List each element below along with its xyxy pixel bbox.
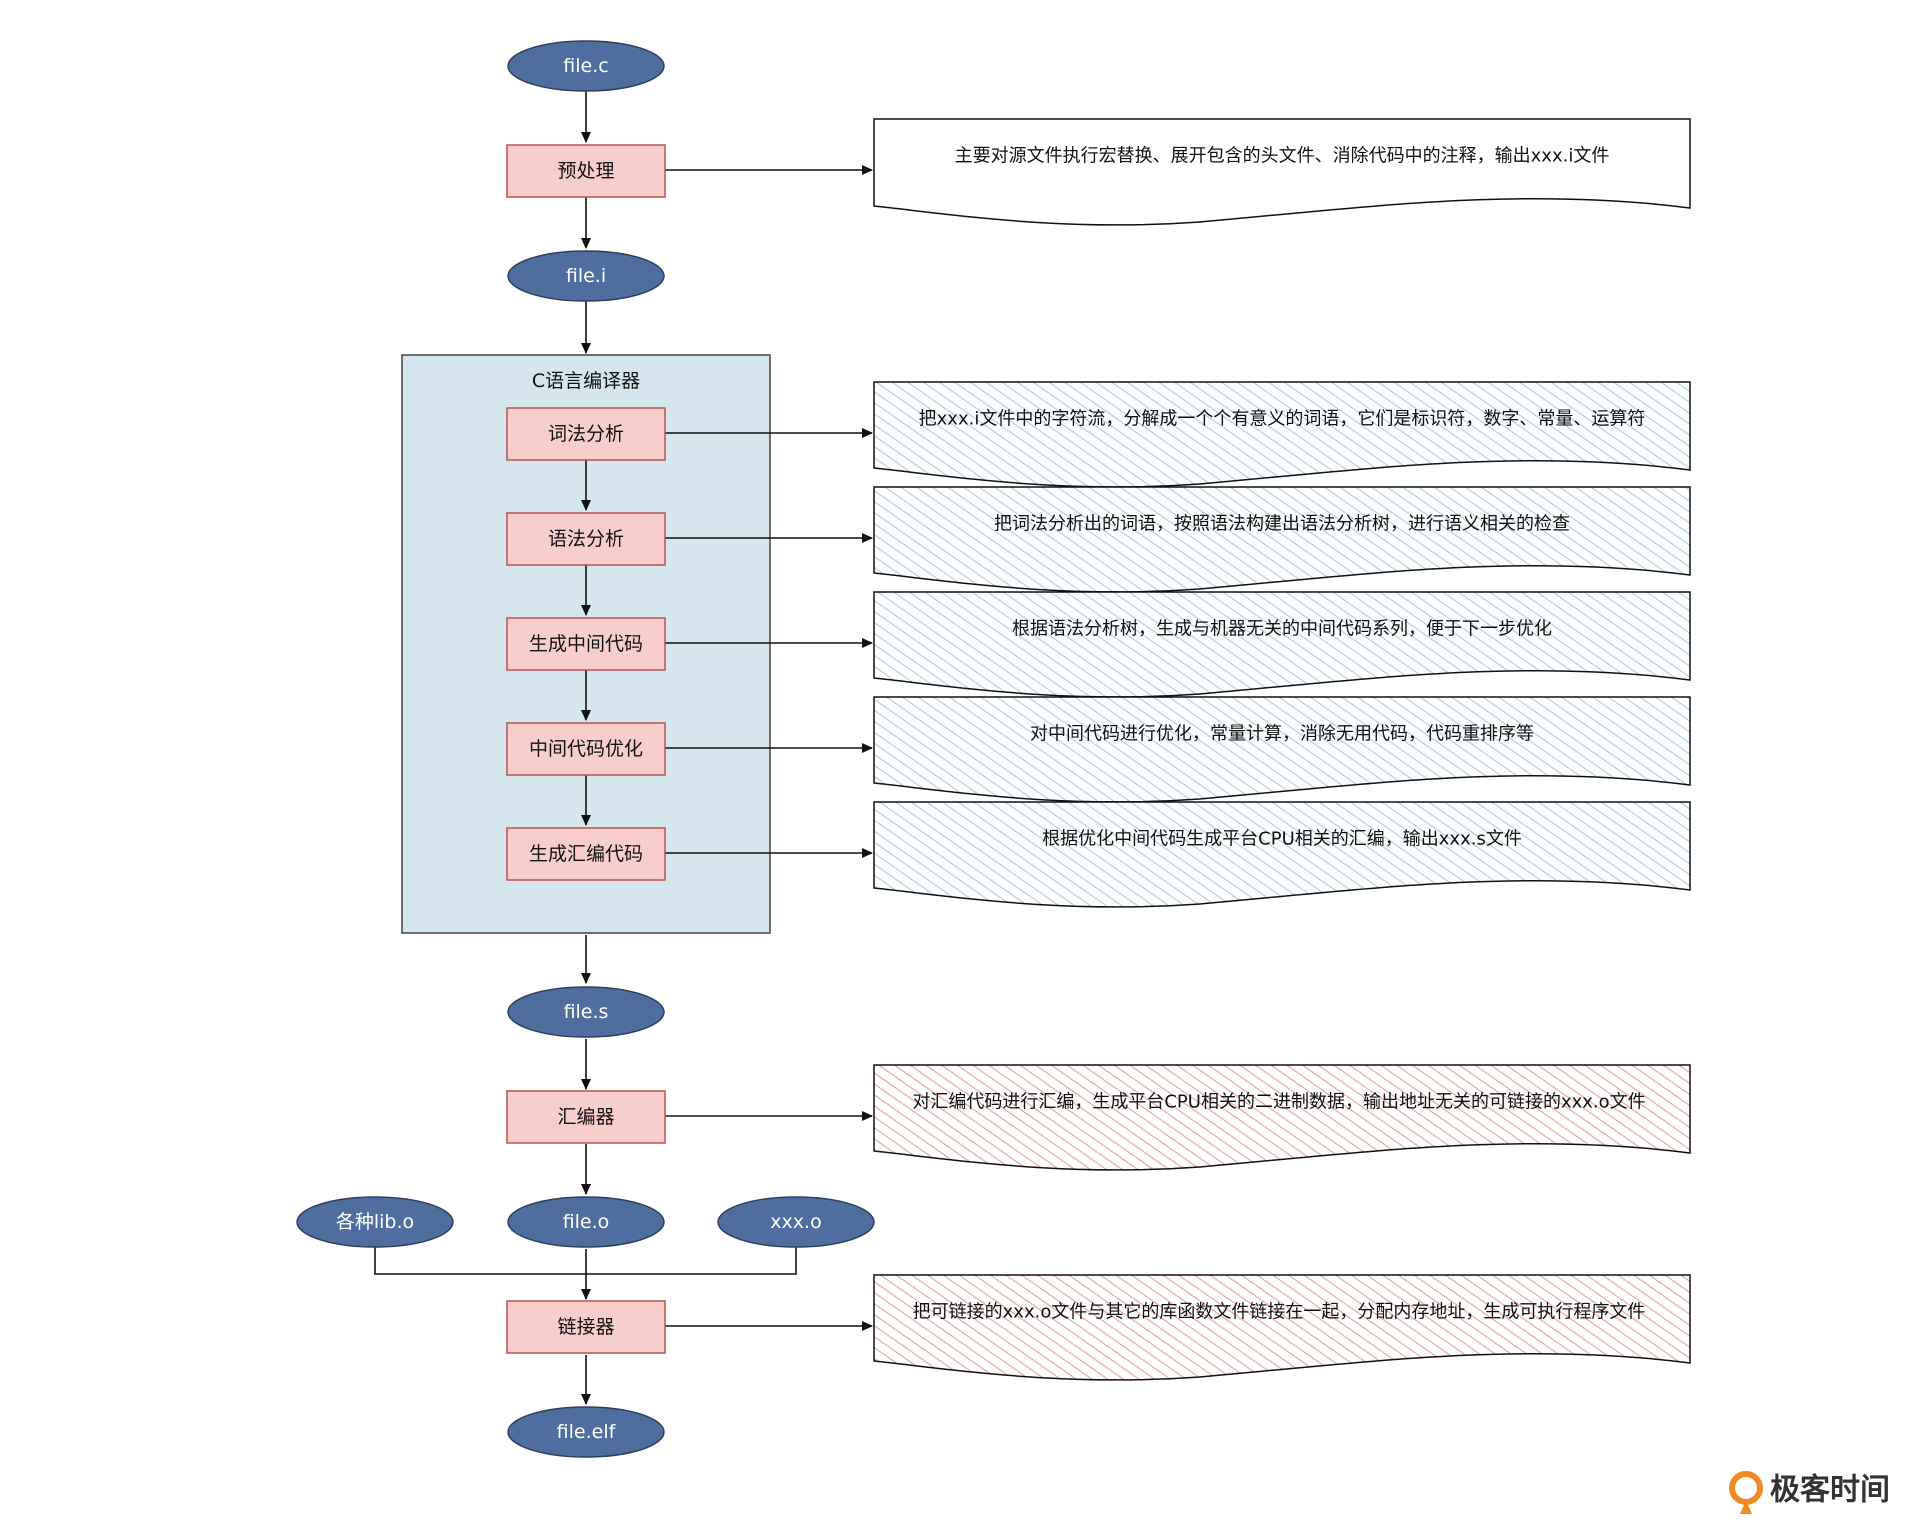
note-linker: 把可链接的xxx.o文件与其它的库函数文件链接在一起，分配内存地址，生成可执行程… [873,1274,1691,1381]
brand-watermark: 极客时间 [1729,1471,1890,1514]
note-text: 对中间代码进行优化，常量计算，消除无用代码，代码重排序等 [1030,724,1534,745]
note-ir-generation: 根据语法分析树，生成与机器无关的中间代码系列，便于下一步优化 [873,591,1691,698]
note-assembler: 对汇编代码进行汇编，生成平台CPU相关的二进制数据，输出地址无关的可链接的xxx… [873,1064,1691,1171]
brand-name: 极客时间 [1770,1473,1890,1508]
box-label: 汇编器 [557,1106,614,1128]
note-text: 把xxx.i文件中的字符流，分解成一个个有意义的词语，它们是标识符，数字、常量、… [919,409,1646,430]
box-lexical-analysis: 词法分析 [506,407,666,461]
box-syntax-analysis: 语法分析 [506,512,666,566]
note-ir-optimization: 对中间代码进行优化，常量计算，消除无用代码，代码重排序等 [873,696,1691,803]
note-asm-generation: 根据优化中间代码生成平台CPU相关的汇编，输出xxx.s文件 [873,801,1691,908]
main-flow-connectors [374,90,797,1405]
box-label: 预处理 [557,160,614,182]
note-text: 把可链接的xxx.o文件与其它的库函数文件链接在一起，分配内存地址，生成可执行程… [913,1302,1646,1323]
ellipse-lib-o: 各种lib.o [296,1196,454,1248]
ellipse-file-c: file.c [507,40,665,92]
ellipse-file-i: file.i [507,250,665,302]
ellipse-file-o: file.o [507,1196,665,1248]
box-label: 链接器 [557,1316,614,1338]
box-asm-generation: 生成汇编代码 [506,827,666,881]
ellipse-xxx-o: xxx.o [717,1196,875,1248]
geektime-logo-icon [1729,1471,1763,1514]
note-preprocess: 主要对源文件执行宏替换、展开包含的头文件、消除代码中的注释，输出xxx.i文件 [873,118,1691,226]
note-connectors [665,165,873,1331]
note-text: 根据优化中间代码生成平台CPU相关的汇编，输出xxx.s文件 [1042,829,1522,850]
box-preprocess: 预处理 [506,144,666,198]
box-label: 词法分析 [548,423,624,445]
ellipse-label: file.o [563,1211,610,1233]
box-label: 语法分析 [548,528,624,550]
ellipse-label: xxx.o [770,1211,821,1233]
box-label: 生成中间代码 [529,633,643,655]
note-lexical: 把xxx.i文件中的字符流，分解成一个个有意义的词语，它们是标识符，数字、常量、… [873,381,1691,488]
ellipse-label: file.s [564,1001,609,1023]
box-ir-optimization: 中间代码优化 [506,722,666,776]
box-ir-generation: 生成中间代码 [506,617,666,671]
box-assembler: 汇编器 [506,1090,666,1144]
note-text: 对汇编代码进行汇编，生成平台CPU相关的二进制数据，输出地址无关的可链接的xxx… [912,1092,1645,1113]
note-syntax: 把词法分析出的词语，按照语法构建出语法分析树，进行语义相关的检查 [873,486,1691,593]
note-text: 根据语法分析树，生成与机器无关的中间代码系列，便于下一步优化 [1012,619,1552,640]
note-text: 把词法分析出的词语，按照语法构建出语法分析树，进行语义相关的检查 [994,514,1570,535]
ellipse-label: 各种lib.o [336,1211,414,1233]
box-label: 生成汇编代码 [529,843,643,865]
note-text: 主要对源文件执行宏替换、展开包含的头文件、消除代码中的注释，输出xxx.i文件 [955,146,1610,167]
ellipse-label: file.i [566,265,606,287]
compiler-group-title: C语言编译器 [532,370,640,392]
ellipse-file-s: file.s [507,986,665,1038]
box-linker: 链接器 [506,1300,666,1354]
ellipse-file-elf: file.elf [507,1406,665,1458]
box-label: 中间代码优化 [529,738,643,760]
ellipse-label: file.c [563,55,608,77]
ellipse-label: file.elf [557,1421,617,1443]
